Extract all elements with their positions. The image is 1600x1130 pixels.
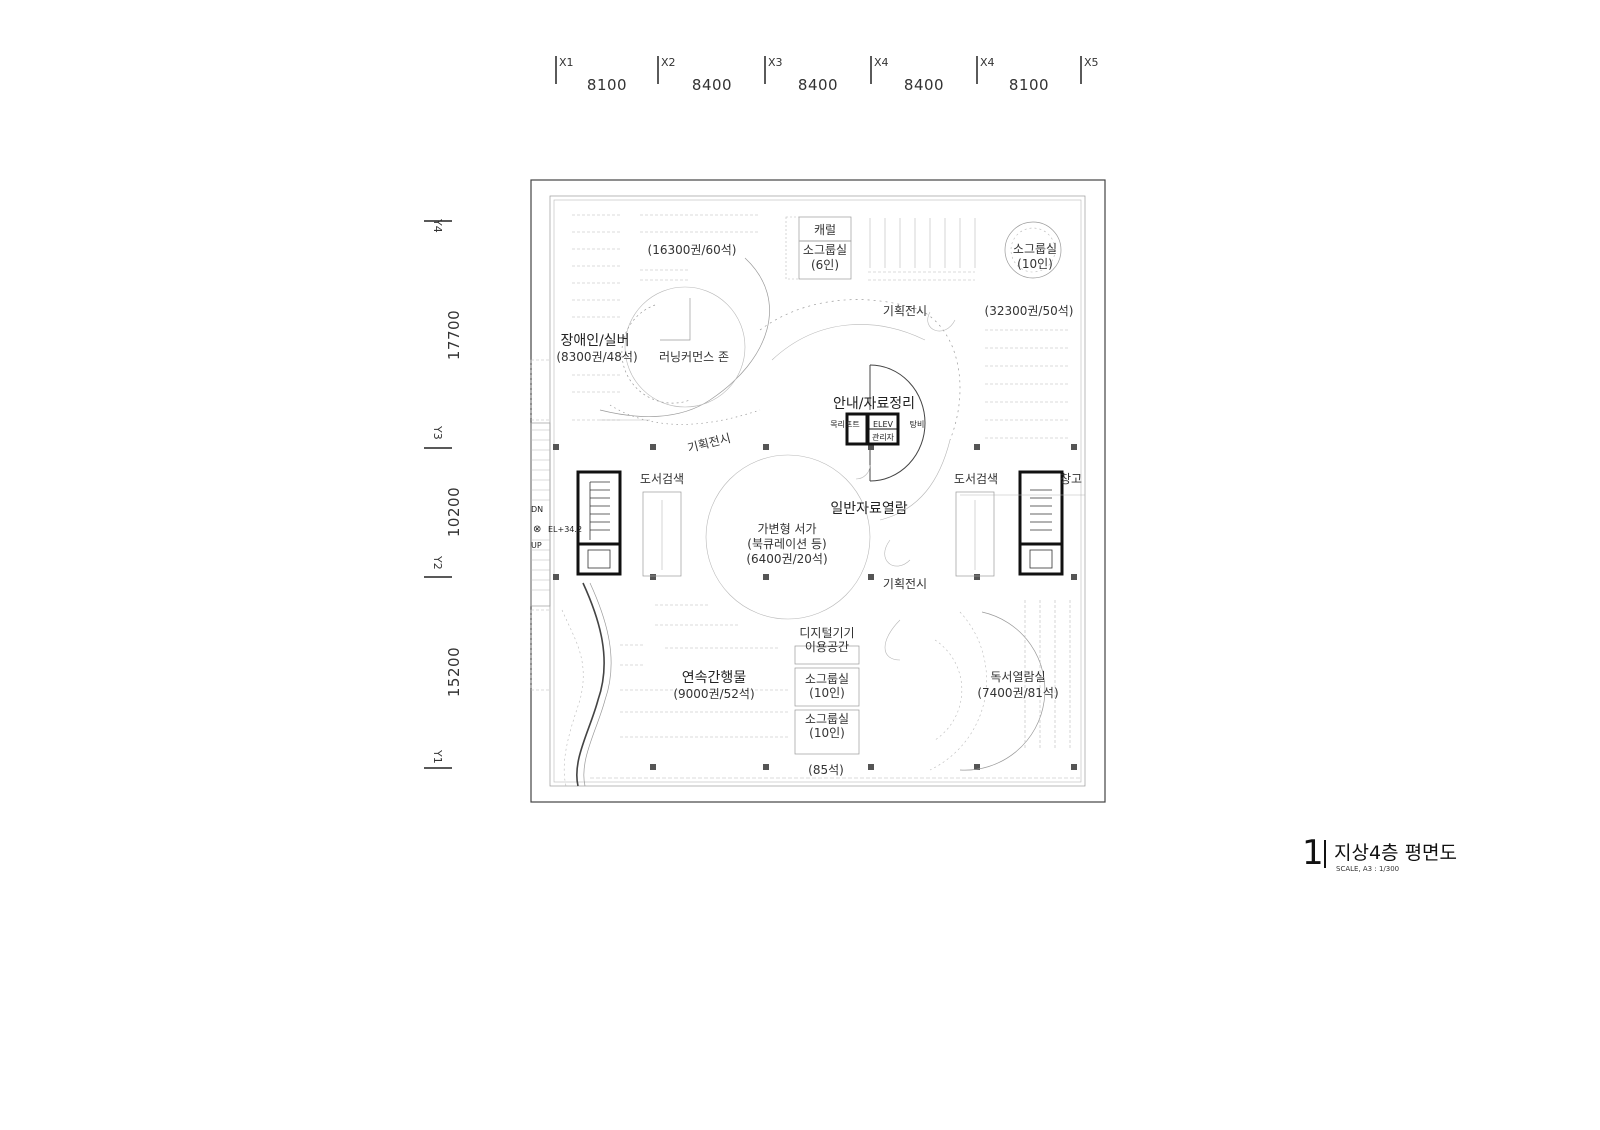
collection-capacity-periodicals: (9000권/52석) — [673, 687, 754, 701]
x-span-dimension: 8100 — [587, 76, 627, 94]
room-label-storage: 창고 — [1060, 472, 1082, 486]
drawing-number: 1 — [1302, 833, 1324, 873]
y-span-dimension: 15200 — [445, 647, 463, 697]
x-axis-marker: X5 — [1080, 56, 1099, 84]
x-axis-marker: X2 — [657, 56, 676, 84]
x-grid-markers: X1 X2 X3 X4 X4 X5 8100 8400 8400 8400 81… — [555, 56, 1099, 94]
x-axis-marker: X4 — [870, 56, 889, 84]
room-label-disabled-senior: 장애인/실버 — [560, 333, 629, 349]
room-capacity-small-group-circle: (10인) — [1017, 257, 1053, 271]
book-search-stacks — [642, 491, 995, 577]
x-axis-label: X4 — [980, 56, 995, 69]
x-span-dimension: 8400 — [692, 76, 732, 94]
room-capacity-small-group-top: (6인) — [811, 258, 839, 272]
room-label-exhibit: 기획전시 — [883, 304, 927, 318]
y-span-dimension: 17700 — [445, 310, 463, 360]
room-label-elev: ELEV — [873, 420, 894, 429]
room-label-pantry: 탕비 — [910, 419, 925, 429]
room-label-small-group-low: 소그룹실 — [805, 712, 849, 726]
collection-capacity-disabled-senior: (8300권/48석) — [556, 350, 637, 364]
room-labels: 캐럴 소그룹실 (6인) 소그룹실 (10인) (16300권/60석) (32… — [531, 223, 1082, 777]
stair-core-right — [1018, 470, 1064, 576]
room-label-exhibit: 기획전시 — [883, 577, 927, 591]
x-axis-label: X3 — [768, 56, 783, 69]
collection-capacity-reading-room: (7400권/81석) — [977, 686, 1058, 700]
building-outline — [530, 179, 1106, 803]
elevation-marker-icon: ⊗ — [533, 524, 541, 535]
collection-capacity-top-right: (32300권/50석) — [985, 304, 1074, 318]
y-axis-label: Y1 — [431, 749, 444, 764]
x-span-dimension: 8100 — [1009, 76, 1049, 94]
seat-count-bottom: (85석) — [808, 763, 844, 777]
elevation-label: EL+34.2 — [548, 525, 582, 534]
stair-down-label: DN — [531, 505, 543, 514]
circulation-arcs — [599, 221, 1062, 771]
x-axis-label: X2 — [661, 56, 676, 69]
room-label-small-group-circle: 소그룹실 — [1013, 242, 1057, 256]
room-sublabel-movable-shelf: (북큐레이션 등) — [747, 537, 826, 551]
y-axis-label: Y4 — [431, 218, 444, 233]
room-label-movable-shelf: 가변형 서가 — [757, 522, 816, 536]
room-label-info-desk: 안내/자료정리 — [833, 396, 915, 412]
stair-up-label: UP — [531, 541, 542, 550]
x-span-dimension: 8400 — [798, 76, 838, 94]
room-label-learning-commons: 러닝커먼스 존 — [659, 350, 729, 364]
y-axis-label: Y2 — [431, 555, 444, 570]
room-label-manager: 관리자 — [872, 432, 895, 442]
collection-capacity-top-left: (16300권/60석) — [648, 243, 737, 257]
x-axis-label: X4 — [874, 56, 889, 69]
room-capacity-small-group-mid: (10인) — [809, 686, 845, 700]
drawing-scale: SCALE, A3 : 1/300 — [1336, 865, 1400, 873]
room-label-small-group-top: 소그룹실 — [803, 243, 847, 257]
room-label-periodicals: 연속간행물 — [682, 670, 747, 686]
x-axis-label: X5 — [1084, 56, 1099, 69]
furniture-shelving — [572, 214, 1085, 779]
room-label-carrel: 캐럴 — [814, 223, 836, 237]
room-label-lift: 목리프트 — [830, 420, 859, 429]
room-label-reading-room: 독서열람실 — [990, 670, 1045, 684]
y-grid-markers: Y4 Y3 Y2 Y1 17700 10200 15200 — [424, 218, 463, 769]
room-label-small-group-mid: 소그룹실 — [805, 672, 849, 686]
stair-core-left — [576, 470, 622, 576]
room-capacity-small-group-low: (10인) — [809, 726, 845, 740]
info-desk-core — [845, 364, 926, 482]
x-axis-marker: X4 — [976, 56, 995, 84]
y-span-dimension: 10200 — [445, 487, 463, 537]
collection-capacity-movable-shelf: (6400권/20석) — [746, 552, 827, 566]
x-axis-label: X1 — [559, 56, 574, 69]
x-span-dimension: 8400 — [904, 76, 944, 94]
y-axis-marker: Y1 — [424, 749, 452, 769]
room-label-book-search-right: 도서검색 — [954, 472, 998, 486]
room-sublabel-digital-device: 이용공간 — [805, 640, 849, 654]
y-axis-marker: Y4 — [424, 218, 452, 233]
room-label-digital-device: 디지털기기 — [799, 626, 854, 640]
room-label-exhibit: 기획전시 — [686, 431, 732, 455]
x-axis-marker: X3 — [764, 56, 783, 84]
title-divider — [1324, 840, 1326, 868]
y-axis-marker: Y3 — [424, 425, 452, 449]
room-blocks — [785, 216, 860, 755]
room-label-book-search-left: 도서검색 — [640, 472, 684, 486]
room-label-general-reading: 일반자료열람 — [830, 501, 907, 517]
structural-columns — [553, 444, 1077, 770]
drawing-title: 지상4층 평면도 — [1334, 842, 1458, 864]
y-axis-label: Y3 — [431, 425, 444, 440]
x-axis-marker: X1 — [555, 56, 574, 84]
y-axis-marker: Y2 — [424, 555, 452, 578]
